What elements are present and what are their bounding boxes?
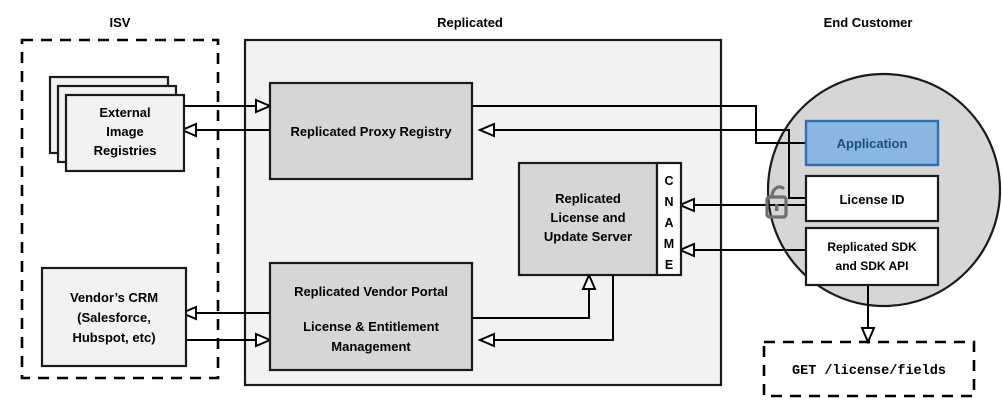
replicated-proxy-registry-box [268, 81, 474, 181]
replicated-proxy-registry-label: Replicated Proxy Registry [290, 124, 452, 139]
external-image-registries-front [64, 93, 186, 173]
replicated-sdk-line-2: and SDK API [836, 259, 909, 273]
replicated-license-and-update-server-line-1: Replicated [555, 191, 621, 206]
arrowhead-crm-to-portal [255, 332, 273, 348]
unlock-icon-keyhole [775, 204, 779, 211]
replicated-vendor-portal[interactable]: Replicated Vendor Portal License & Entit… [268, 261, 474, 372]
external-image-registries-line-2: Image [106, 124, 144, 139]
license-id-label: License ID [839, 192, 904, 207]
cname-letter-a: A [664, 216, 673, 230]
cname-letter-e: E [665, 258, 673, 272]
license-fields-request-label: GET /license/fields [792, 364, 946, 379]
edge-license-server-to-portal [494, 275, 614, 341]
header-end-customer: End Customer [824, 15, 913, 30]
license-id[interactable]: License ID [804, 174, 940, 223]
replicated-license-and-update-server[interactable]: Replicated License and Update Server [517, 161, 659, 277]
cname-sidebar[interactable]: C N A M E [655, 161, 683, 277]
arrowhead-license-server-to-portal [477, 332, 495, 348]
license-fields-request[interactable]: GET /license/fields [762, 340, 976, 398]
license-fields-request-box [762, 340, 976, 398]
application-box [804, 119, 940, 167]
unlock-icon [765, 185, 788, 219]
replicated-vendor-portal-box [268, 261, 474, 372]
replicated-vendor-portal-title: Replicated Vendor Portal [294, 284, 448, 299]
arrowhead-portal-to-crm [179, 305, 197, 321]
arrowhead-sdk-to-request [860, 327, 876, 345]
cname-letter-n: N [664, 195, 673, 209]
header-replicated: Replicated [437, 15, 503, 30]
replicated-sdk-and-sdk-api-box [804, 226, 940, 287]
replicated-vendor-portal-line-2: License & Entitlement [303, 319, 439, 334]
vendors-crm[interactable]: Vendor’s CRM (Salesforce, Hubspot, etc) [40, 266, 188, 368]
cname-letter-m: M [664, 237, 674, 251]
replicated-license-and-update-server-line-3: Update Server [544, 229, 632, 244]
edge-proxy-to-application [471, 105, 806, 144]
cname-letter-c: C [664, 174, 673, 188]
external-image-registries-line-1: External [99, 105, 150, 120]
unlock-icon-body [765, 195, 788, 219]
arrowhead-licenseid-to-cname [677, 197, 695, 213]
external-image-registries-line-3: Registries [94, 143, 157, 158]
arrowhead-portal-to-license-server [581, 272, 597, 290]
vendors-crm-box [40, 266, 188, 368]
arrowhead-sdk-to-cname [677, 242, 695, 258]
vendors-crm-line-3: Hubspot, etc) [72, 330, 155, 345]
license-id-box [804, 174, 940, 223]
arrowhead-application-to-proxy [477, 122, 495, 138]
application-label: Application [837, 136, 908, 151]
replicated-sdk-and-sdk-api[interactable]: Replicated SDK and SDK API [804, 226, 940, 287]
external-image-registries[interactable]: External Image Registries [48, 75, 186, 173]
replicated-vendor-portal-line-3: Management [331, 339, 411, 354]
vendors-crm-line-2: (Salesforce, [77, 310, 151, 325]
vendors-crm-line-1: Vendor’s CRM [70, 290, 158, 305]
edge-layer [179, 98, 876, 348]
isv-boundary [20, 38, 220, 380]
edge-application-to-proxy [494, 129, 806, 199]
arrowhead-proxy-to-registries [179, 122, 197, 138]
arrowhead-registries-to-proxy [255, 98, 273, 114]
edge-portal-to-license-server [471, 289, 590, 319]
replicated-license-and-update-server-box [517, 161, 659, 277]
header-isv: ISV [110, 15, 131, 30]
application[interactable]: Application [804, 119, 940, 167]
replicated-proxy-registry[interactable]: Replicated Proxy Registry [268, 81, 474, 181]
replicated-sdk-line-1: Replicated SDK [827, 240, 917, 254]
cname-sidebar-box [655, 161, 683, 277]
replicated-license-and-update-server-line-2: License and [550, 210, 625, 225]
